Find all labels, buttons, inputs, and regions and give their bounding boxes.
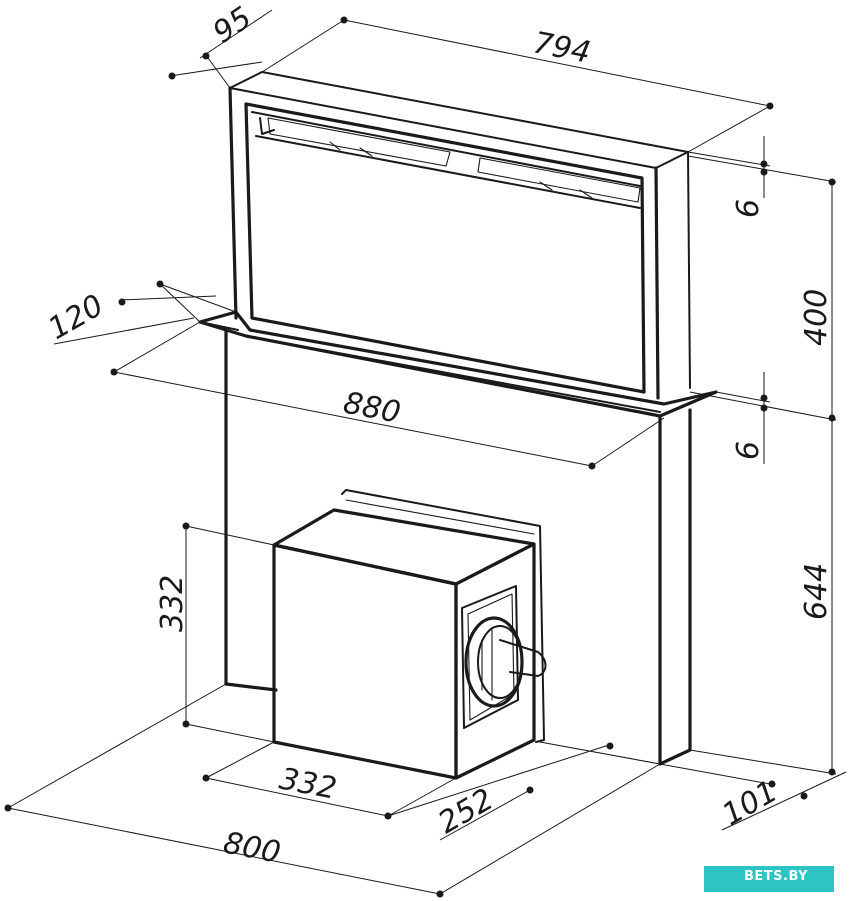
dim-6a-dot-b [760, 168, 768, 176]
hood-side-back-edge [687, 151, 691, 389]
hood-front-panel [244, 102, 646, 394]
dim-880-dot-a [110, 368, 118, 376]
dim-332h-ext-b [387, 777, 457, 817]
fan-blade [499, 639, 547, 677]
watermark-text: BETS.BY [744, 869, 809, 884]
grille-detail-2 [359, 147, 373, 157]
dim-794-line [343, 19, 771, 107]
dim-101-dot-b [800, 792, 808, 800]
dim-95-dot-a [168, 72, 176, 80]
plate-outline [198, 310, 718, 418]
grille-bottom [255, 135, 641, 209]
label-400: 400 [799, 289, 834, 346]
dim-880-line [113, 371, 593, 467]
label-252: 252 [433, 782, 500, 841]
motor-flange [341, 489, 545, 743]
dim-95-leader [199, 9, 273, 59]
label-644: 644 [799, 563, 834, 620]
dim-332v-ext-b [185, 723, 275, 743]
dim-332v-dot-b [182, 720, 190, 728]
hood-outline [228, 71, 691, 400]
dim-800-line [7, 807, 441, 895]
worktop-plate [198, 310, 718, 418]
dim-400-dot-b [828, 414, 836, 422]
dim-6a-ext-b [687, 151, 771, 167]
label-95: 95 [207, 0, 258, 50]
dim-800-ext-b [439, 763, 661, 895]
dim-644-dot [828, 768, 836, 776]
fan-outlet-inner [477, 625, 523, 699]
dim-880-ext-a [113, 321, 201, 373]
motor-flange-inner [345, 499, 535, 535]
dim-400-dot-a [828, 178, 836, 186]
motor-front-face [272, 543, 458, 780]
dim-101-line [721, 771, 847, 831]
hood-side-crease [655, 167, 659, 399]
dim-332v-dot-a [182, 522, 190, 530]
grille-detail-3 [539, 181, 553, 191]
plate-inner-edge [245, 335, 661, 413]
label-6-lower: 6 [731, 441, 766, 460]
dim-332h-dot-a [202, 774, 210, 782]
dim-794-ext-b [687, 105, 771, 153]
grille-slot-right [477, 157, 641, 203]
dim-252-dot-a [526, 786, 534, 794]
dim-101-ext-a [659, 763, 771, 785]
grille-top [251, 111, 641, 187]
grille-corner [259, 117, 275, 135]
dim-252-line [387, 743, 613, 817]
dim-120-ext [159, 283, 201, 323]
dim-794-ext-a [261, 19, 345, 73]
dim-120-leader [53, 317, 195, 345]
dim-101-dot-a [768, 780, 776, 788]
dim-794-dot-b [766, 102, 774, 110]
dim-95-ext [207, 57, 231, 89]
label-880: 880 [340, 385, 403, 430]
dim-120-ext-b [159, 283, 237, 313]
fan-ribs [481, 629, 493, 701]
grille-detail-1 [329, 141, 341, 151]
dimension-lines [4, 9, 847, 898]
label-6-upper: 6 [731, 199, 766, 218]
watermark-badge: BETS.BY [704, 866, 834, 892]
dim-6a-dot-a [760, 160, 768, 168]
dim-800-ext-a [7, 683, 227, 809]
dim-6b-dot-b [760, 404, 768, 412]
dim-880-dot-b [588, 462, 596, 470]
dim-252-dot-b [606, 742, 614, 750]
dim-6a-ext-a [687, 155, 837, 183]
dim-332v-ext-a [185, 525, 275, 546]
label-800: 800 [220, 825, 283, 870]
dim-794-dot-a [340, 16, 348, 24]
grille-slot-left [267, 117, 451, 167]
motor-box [272, 489, 547, 780]
body-bottom-left [224, 682, 278, 692]
dim-6b-ext [715, 391, 771, 403]
dim-95-dot-b [202, 52, 210, 60]
label-332-vertical: 332 [155, 575, 190, 632]
dim-120-line [119, 295, 217, 301]
hood-left-edge [228, 86, 238, 320]
plate-front-left [199, 321, 239, 331]
dim-6b-dot-a [760, 394, 768, 402]
dim-332h-line [205, 777, 389, 817]
dim-800-dot-a [4, 804, 12, 812]
dim-332h-ext-a [205, 741, 275, 779]
dim-800-dot-b [436, 890, 444, 898]
label-120: 120 [43, 288, 110, 347]
body-right-back-edge [658, 408, 692, 766]
dim-252-leader [439, 789, 531, 841]
motor-side-face [454, 542, 536, 780]
body-bottom-right [539, 741, 661, 765]
dim-120-dot-b [118, 298, 126, 306]
dim-880-ext-b [591, 417, 665, 467]
grille-detail-4 [579, 189, 593, 199]
outlet-plate [461, 585, 519, 729]
label-332-horizontal: 332 [276, 761, 339, 806]
dim-644-ext [689, 749, 837, 775]
dim-120-dot-a [156, 280, 164, 288]
label-794: 794 [530, 25, 593, 70]
